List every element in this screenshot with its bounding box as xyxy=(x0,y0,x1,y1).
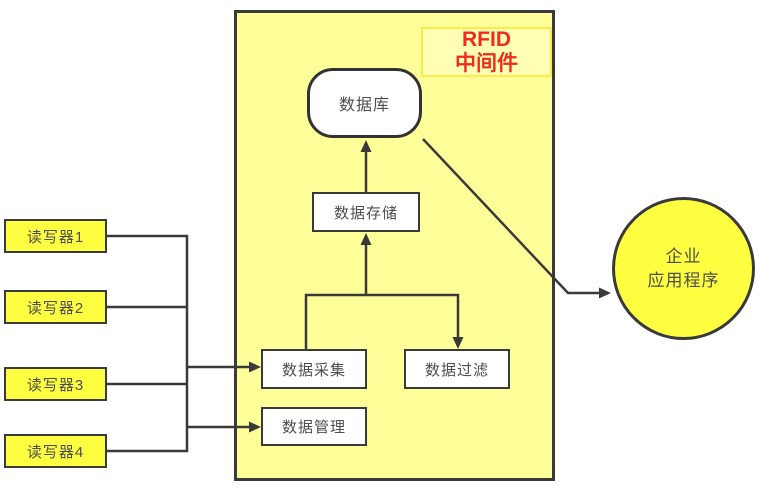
node-data-management-label: 数据管理 xyxy=(281,419,346,436)
middleware-title-line1: RFID xyxy=(462,28,511,51)
node-data-filter-label: 数据过滤 xyxy=(424,361,489,379)
node-enterprise-app: 企业 应用程序 xyxy=(612,197,755,340)
node-reader-2: 读写器2 xyxy=(4,290,107,324)
node-reader-1-label: 读写器1 xyxy=(26,228,85,246)
node-reader-1: 读写器1 xyxy=(4,219,107,253)
node-database-label: 数据库 xyxy=(338,97,390,114)
node-data-filter: 数据过滤 xyxy=(404,349,510,389)
middleware-title: RFID 中间件 xyxy=(421,27,552,77)
node-enterprise-app-line2: 应用程序 xyxy=(647,270,720,290)
node-data-storage-label: 数据存储 xyxy=(333,204,398,222)
node-reader-2-label: 读写器2 xyxy=(26,299,85,317)
node-data-storage: 数据存储 xyxy=(312,192,420,232)
node-database: 数据库 xyxy=(307,68,422,138)
node-data-collection-label: 数据采集 xyxy=(281,361,346,379)
middleware-title-line2: 中间件 xyxy=(455,52,518,75)
node-reader-3-label: 读写器3 xyxy=(26,376,85,394)
node-reader-4-label: 读写器4 xyxy=(26,443,85,461)
node-data-collection: 数据采集 xyxy=(261,349,367,389)
node-data-management: 数据管理 xyxy=(261,407,367,446)
node-reader-4: 读写器4 xyxy=(4,434,107,468)
node-reader-3: 读写器3 xyxy=(4,367,107,401)
node-enterprise-app-line1: 企业 xyxy=(665,246,702,266)
